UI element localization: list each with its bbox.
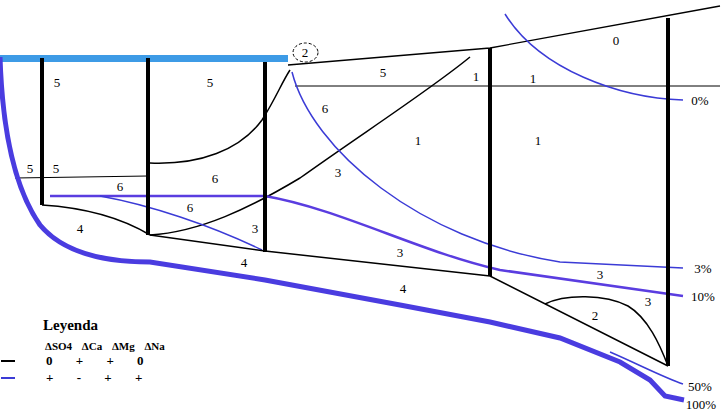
- isoline-value: 50%: [687, 380, 713, 393]
- zone-number: 0: [612, 34, 621, 47]
- zone-number: 1: [534, 134, 543, 147]
- boundary-line: [295, 86, 720, 87]
- legend-row: 0 + + 0: [0, 354, 200, 368]
- isoline-value: 10%: [690, 290, 716, 303]
- circled-zone: 2: [292, 42, 319, 63]
- isoline-value: 3%: [693, 262, 712, 275]
- zone-number: 4: [399, 282, 408, 295]
- isoline: [292, 72, 683, 268]
- legend-text: 0 + + 0: [46, 354, 144, 368]
- zone-number: 1: [529, 72, 538, 85]
- boundary-line: [42, 205, 150, 235]
- well: [146, 58, 150, 235]
- well: [666, 18, 670, 366]
- zone-number: 3: [644, 295, 653, 308]
- legend-row: + - + +: [0, 371, 200, 385]
- boundary-line: [15, 176, 148, 178]
- ground-surface: [288, 6, 720, 65]
- zone-number: 2: [591, 309, 600, 322]
- well: [263, 62, 267, 252]
- boundary-line: [150, 70, 290, 163]
- legend-line: [1, 360, 15, 362]
- zone-number: 3: [334, 166, 343, 179]
- legend-text: + - + +: [46, 371, 142, 385]
- boundary-line: [150, 57, 470, 235]
- legend-header: ΔSO4 ΔCa ΔMg ΔNa: [44, 341, 166, 352]
- isoline: [50, 196, 683, 296]
- zone-number: 1: [472, 70, 481, 83]
- zone-number: 2: [292, 42, 319, 59]
- zone-number: 1: [414, 134, 423, 147]
- legend-line: [1, 377, 15, 379]
- well: [488, 48, 492, 276]
- boundary-line: [150, 235, 668, 366]
- zone-number: 5: [52, 162, 61, 175]
- zone-number: 3: [396, 246, 405, 259]
- isoline-value: 0%: [690, 94, 709, 107]
- zone-number: 5: [26, 162, 35, 175]
- aquifer-base: [0, 57, 684, 400]
- zone-number: 3: [251, 222, 260, 235]
- zone-number: 5: [379, 66, 388, 79]
- zone-number: 4: [240, 256, 249, 269]
- zone-number: 5: [206, 76, 215, 89]
- zone-number: 4: [76, 222, 85, 235]
- zone-number: 3: [596, 268, 605, 281]
- ellipse-outline: [293, 43, 318, 62]
- well: [40, 58, 44, 205]
- isoline: [505, 14, 683, 100]
- zone-number: 5: [53, 76, 62, 89]
- isoline-value: 100%: [685, 398, 717, 411]
- legend-line-sample: [0, 354, 16, 368]
- zone-number: 6: [116, 180, 125, 193]
- zone-number: 6: [211, 172, 220, 185]
- legend-line-sample: [0, 371, 16, 385]
- legend-title: Leyenda: [42, 318, 99, 333]
- zone-number: 6: [321, 102, 330, 115]
- zone-number: 6: [186, 201, 195, 214]
